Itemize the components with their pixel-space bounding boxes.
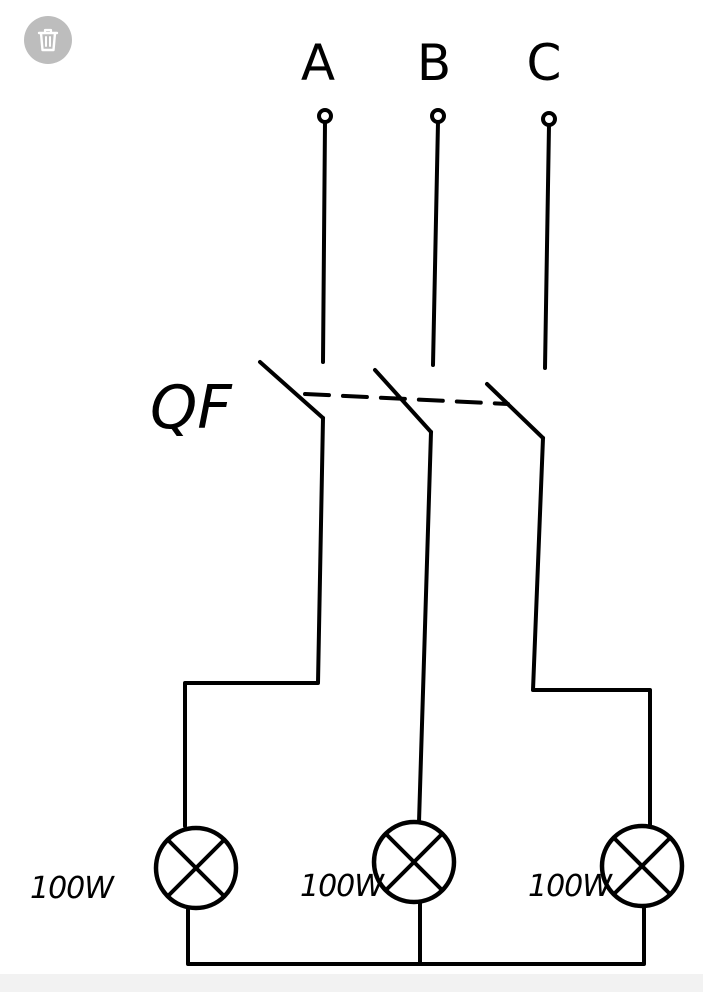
wire-phase-b-out: [417, 430, 433, 824]
lamp-3: [599, 823, 685, 909]
wire-phase-c-in: [543, 123, 551, 370]
phase-label-b: B: [417, 34, 451, 92]
wire-phase-b-in: [431, 120, 440, 367]
wire-phase-a-out: [183, 416, 325, 828]
breaker-blade-c: [485, 382, 545, 440]
phase-label-c: C: [527, 34, 562, 92]
phase-label-a: A: [301, 34, 335, 92]
bottom-strip: [0, 974, 703, 992]
breaker-linkage: [303, 392, 510, 406]
lamp-1-rating: 100W: [30, 871, 115, 906]
trash-icon: [37, 28, 59, 52]
lamp-3-rating: 100W: [528, 869, 613, 904]
lamp-2: [371, 819, 457, 905]
neutral-bus: [186, 900, 646, 966]
delete-button[interactable]: [24, 16, 72, 64]
wire-phase-c-out: [531, 436, 652, 829]
wire-phase-a-in: [321, 120, 327, 364]
breaker-label: QF: [150, 373, 233, 443]
lamp-2-rating: 100W: [300, 869, 385, 904]
breaker-blade-a: [258, 360, 325, 420]
lamp-1: [153, 825, 239, 911]
breaker-blade-b: [373, 368, 433, 434]
